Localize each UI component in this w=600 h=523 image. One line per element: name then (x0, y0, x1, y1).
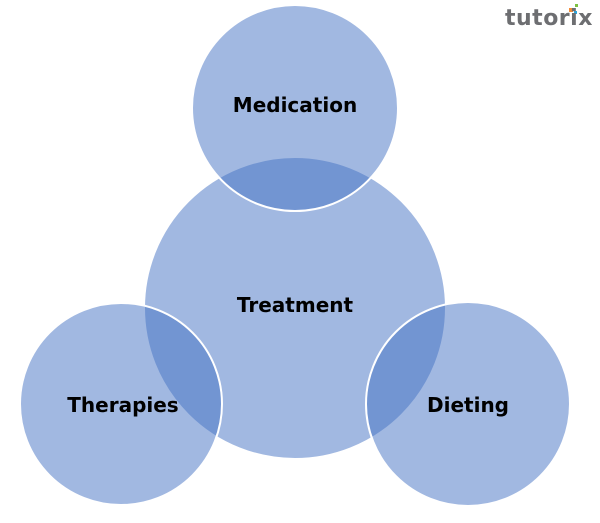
label-treatment: Treatment (237, 293, 354, 317)
label-dieting: Dieting (427, 393, 509, 417)
circle-therapies (19, 302, 223, 506)
label-therapies: Therapies (67, 393, 178, 417)
logo-dot-blue (574, 11, 577, 14)
label-medication: Medication (233, 93, 357, 117)
tutorix-logo: tutorix (505, 6, 593, 31)
circle-dieting (365, 301, 571, 507)
logo-dot-green (575, 4, 578, 7)
logo-dot-orange (569, 8, 573, 12)
circle-medication (191, 4, 399, 212)
